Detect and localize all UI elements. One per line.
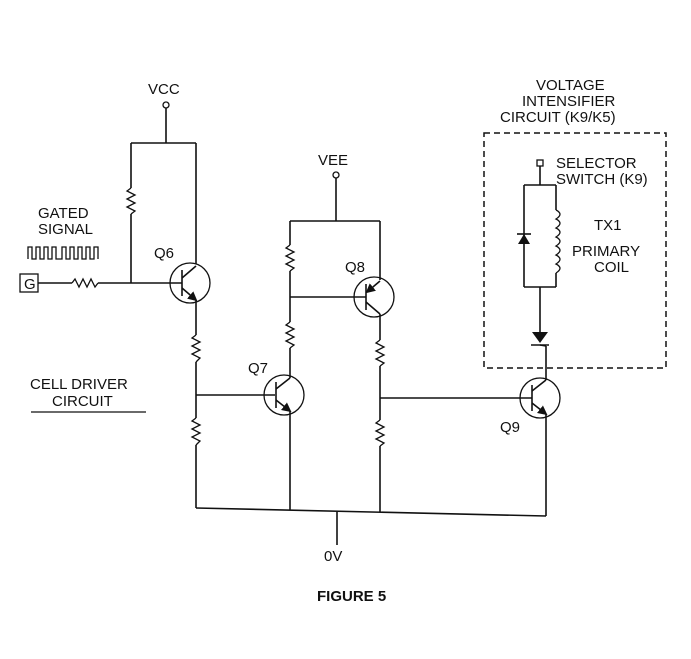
series-diode (531, 332, 549, 346)
resistor-r5 (284, 321, 296, 349)
transistor-q6 (169, 262, 211, 304)
resistor-r3 (190, 417, 202, 446)
gated-signal-waveform (27, 246, 99, 260)
vcc-terminal (162, 101, 170, 143)
transistor-q9 (519, 377, 561, 419)
ground-bus (195, 507, 547, 517)
vee-label: VEE (318, 152, 348, 169)
transistor-q7 (263, 374, 305, 416)
resistor-input (71, 277, 99, 289)
intensifier-label: INTENSIFIER (522, 93, 616, 110)
diode-to-q9-wire (539, 344, 547, 347)
vee-terminal (332, 171, 340, 221)
signal-label: SIGNAL (38, 221, 93, 238)
selector-switch-terminal[interactable] (536, 159, 544, 185)
selector-label: SELECTOR (556, 155, 637, 172)
circuit-k9-k5-label: CIRCUIT (K9/K5) (500, 109, 616, 126)
figure-caption: FIGURE 5 (317, 588, 386, 605)
resistor-r1 (125, 143, 137, 283)
resistor-r2 (190, 334, 202, 363)
circuit-label: CIRCUIT (52, 393, 113, 410)
voltage-label: VOLTAGE (536, 77, 605, 94)
tx1-label: TX1 (594, 217, 622, 234)
input-terminal-label: G (24, 276, 36, 293)
q7-label: Q7 (248, 360, 268, 377)
tx1-primary-coil (554, 209, 561, 274)
cell-driver-label: CELL DRIVER (30, 376, 128, 393)
q9-label: Q9 (500, 419, 520, 436)
clamp-diode (517, 233, 531, 244)
primary-label: PRIMARY (572, 243, 640, 260)
resistor-r4 (284, 244, 296, 272)
q6-label: Q6 (154, 245, 174, 262)
resistor-r6 (374, 339, 386, 367)
ground-label: 0V (324, 548, 342, 565)
voltage-intensifier-box (483, 132, 667, 369)
resistor-r7 (374, 419, 386, 447)
gated-label: GATED (38, 205, 89, 222)
transistor-q8 (353, 276, 395, 318)
vcc-label: VCC (148, 81, 180, 98)
switch-label: SWITCH (K9) (556, 171, 648, 188)
coil-label: COIL (594, 259, 629, 276)
q8-label: Q8 (345, 259, 365, 276)
